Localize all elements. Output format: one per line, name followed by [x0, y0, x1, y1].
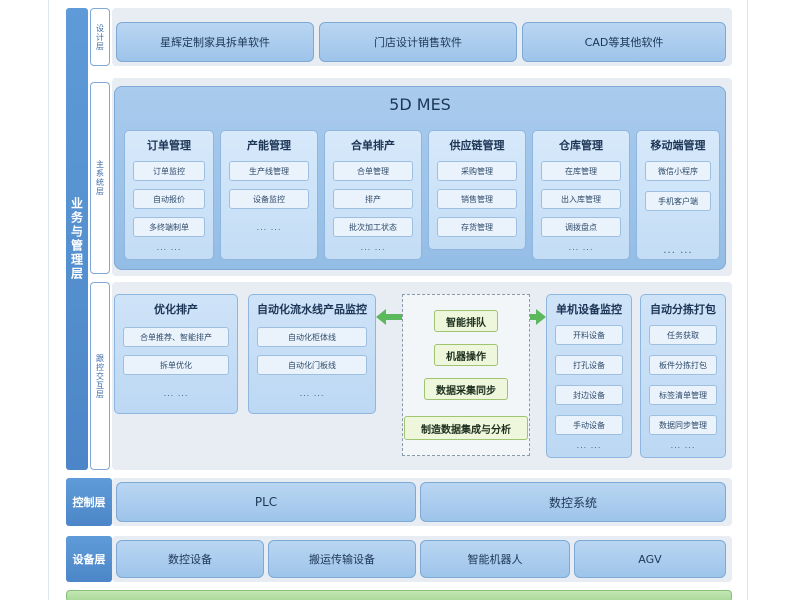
- module-title: 供应链管理: [449, 139, 505, 152]
- module-item: 调拨盘点: [541, 217, 621, 237]
- module-title: 合单排产: [351, 139, 395, 152]
- module-mobile: 移动端管理 微信小程序 手机客户端 ... ...: [636, 130, 720, 260]
- module-supply-chain: 供应链管理 采购管理 销售管理 存货管理: [428, 130, 526, 250]
- card-item: 自动化柜体线: [257, 327, 367, 347]
- module-warehouse: 仓库管理 在库管理 出入库管理 调拨盘点 ... ...: [532, 130, 630, 260]
- module-item: 采购管理: [437, 161, 517, 181]
- auto-sort-pack-card: 自动分拣打包 任务获取 板件分拣打包 标签清单管理 数据同步管理 ... ...: [640, 294, 726, 458]
- module-item: 在库管理: [541, 161, 621, 181]
- card-item: 合单推荐、智能排产: [123, 327, 229, 347]
- card-item: 开料设备: [555, 325, 623, 345]
- module-order-scheduling: 合单排产 合单管理 排产 批次加工状态 ... ...: [324, 130, 422, 260]
- module-title: 产能管理: [247, 139, 291, 152]
- card-title: 自动化流水线产品监控: [257, 303, 367, 316]
- single-device-monitor-card: 单机设备监控 开料设备 打孔设备 封边设备 手动设备 ... ...: [546, 294, 632, 458]
- card-item: 任务获取: [649, 325, 717, 345]
- module-item: 设备监控: [229, 189, 309, 209]
- center-item-data-analysis: 制造数据集成与分析: [404, 416, 528, 440]
- control-item-cnc-system: 数控系统: [420, 482, 726, 522]
- more-indicator: ... ...: [156, 243, 182, 252]
- module-item: 订单监控: [133, 161, 205, 181]
- more-indicator: ... ...: [568, 243, 594, 252]
- card-item: 封边设备: [555, 385, 623, 405]
- more-indicator: ... ...: [163, 389, 189, 398]
- bottom-layer-strip: [66, 590, 732, 600]
- equipment-item-robot: 智能机器人: [420, 540, 570, 578]
- card-title: 单机设备监控: [556, 303, 622, 316]
- card-item: 标签清单管理: [649, 385, 717, 405]
- equipment-item-cnc: 数控设备: [116, 540, 264, 578]
- more-indicator: ... ...: [576, 441, 602, 450]
- center-item-data-sync: 数据采集同步: [424, 378, 508, 400]
- optimize-scheduling-card: 优化排产 合单推荐、智能排产 拆单优化 ... ...: [114, 294, 238, 414]
- module-item: 销售管理: [437, 189, 517, 209]
- center-item-queue: 智能排队: [434, 310, 498, 332]
- more-indicator: ... ...: [663, 245, 693, 256]
- main-system-layer-label: 主系统层: [90, 82, 110, 274]
- module-item: 多终端制单: [133, 217, 205, 237]
- integration-layer-label: 跟控交互层: [90, 282, 110, 470]
- more-indicator: ... ...: [256, 223, 282, 232]
- card-title: 优化排产: [154, 303, 198, 316]
- module-item: 出入库管理: [541, 189, 621, 209]
- more-indicator: ... ...: [299, 389, 325, 398]
- card-title: 自动分拣打包: [650, 303, 716, 316]
- card-item: 打孔设备: [555, 355, 623, 375]
- equipment-item-agv: AGV: [574, 540, 726, 578]
- control-item-plc: PLC: [116, 482, 416, 522]
- module-item: 生产线管理: [229, 161, 309, 181]
- control-layer-label: 控制层: [66, 478, 112, 526]
- more-indicator: ... ...: [670, 441, 696, 450]
- design-item-3: CAD等其他软件: [522, 22, 726, 62]
- card-item: 拆单优化: [123, 355, 229, 375]
- module-item: 手机客户端: [645, 191, 711, 211]
- module-title: 仓库管理: [559, 139, 603, 152]
- module-title: 订单管理: [147, 139, 191, 152]
- module-item: 批次加工状态: [333, 217, 413, 237]
- card-item: 数据同步管理: [649, 415, 717, 435]
- design-item-2: 门店设计销售软件: [319, 22, 517, 62]
- auto-line-monitor-card: 自动化流水线产品监控 自动化柜体线 自动化门板线 ... ...: [248, 294, 376, 414]
- card-item: 手动设备: [555, 415, 623, 435]
- equipment-layer-label: 设备层: [66, 536, 112, 582]
- module-item: 自动报价: [133, 189, 205, 209]
- equipment-item-conveyor: 搬运传输设备: [268, 540, 416, 578]
- card-item: 自动化门板线: [257, 355, 367, 375]
- module-capacity-management: 产能管理 生产线管理 设备监控 ... ...: [220, 130, 318, 260]
- module-item: 微信小程序: [645, 161, 711, 181]
- module-order-management: 订单管理 订单监控 自动报价 多终端制单 ... ...: [124, 130, 214, 260]
- module-item: 排产: [333, 189, 413, 209]
- business-layer-label: 业务与管理层: [66, 8, 88, 470]
- module-title: 移动端管理: [650, 139, 706, 152]
- design-item-1: 星辉定制家具拆单软件: [116, 22, 314, 62]
- module-item: 合单管理: [333, 161, 413, 181]
- design-layer-label: 设计层: [90, 8, 110, 66]
- module-item: 存货管理: [437, 217, 517, 237]
- mes-title: 5D MES: [389, 95, 451, 114]
- center-item-machine-op: 机器操作: [434, 344, 498, 366]
- card-item: 板件分拣打包: [649, 355, 717, 375]
- more-indicator: ... ...: [360, 243, 386, 252]
